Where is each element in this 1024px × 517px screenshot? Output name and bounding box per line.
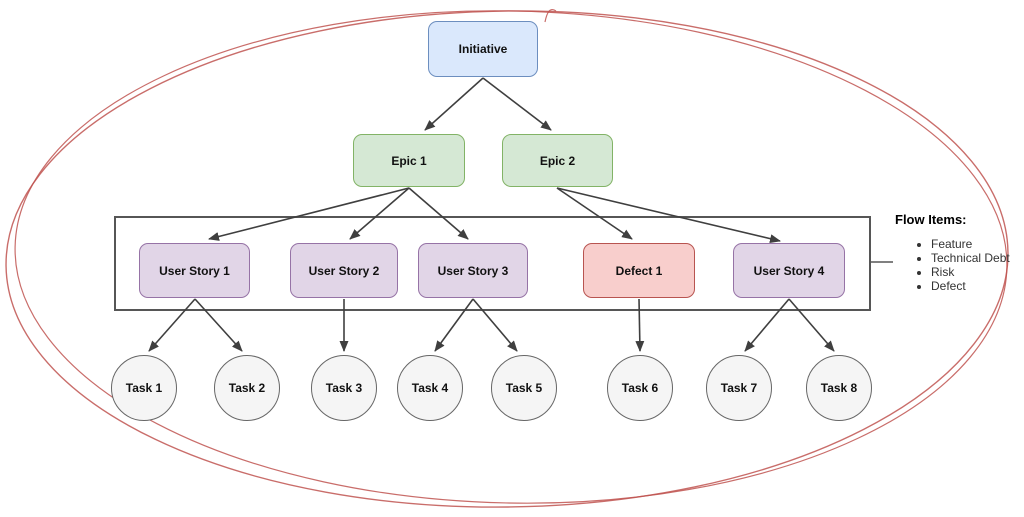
- node-task-3: Task 3: [311, 355, 377, 421]
- node-user-story-3: User Story 3: [418, 243, 528, 298]
- node-defect-1: Defect 1: [583, 243, 695, 298]
- node-label: User Story 3: [437, 263, 509, 278]
- node-task-5: Task 5: [491, 355, 557, 421]
- node-label: User Story 2: [308, 263, 380, 278]
- node-epic-1: Epic 1: [353, 134, 465, 187]
- flow-item: Feature: [931, 237, 1023, 251]
- flow-item: Risk: [931, 265, 1023, 279]
- flow-item: Defect: [931, 279, 1023, 293]
- node-label: Task 4: [411, 381, 449, 395]
- node-epic-2: Epic 2: [502, 134, 613, 187]
- flow-item: Technical Debt: [931, 251, 1023, 265]
- flow-items-legend: Flow Items: Feature Technical Debt Risk …: [895, 212, 1023, 293]
- flow-items-group-rect: [114, 216, 871, 311]
- node-label: Epic 1: [391, 153, 427, 168]
- node-user-story-2: User Story 2: [290, 243, 398, 298]
- node-label: Task 2: [228, 381, 266, 395]
- node-label: Epic 2: [539, 153, 576, 168]
- annotation-ellipse: [5, 9, 1009, 508]
- node-task-4: Task 4: [397, 355, 463, 421]
- node-task-2: Task 2: [214, 355, 280, 421]
- connector-arrows: [148, 77, 835, 352]
- node-task-6: Task 6: [607, 355, 673, 421]
- node-label: Task 1: [125, 381, 163, 395]
- node-task-8: Task 8: [806, 355, 872, 421]
- node-task-1: Task 1: [111, 355, 177, 421]
- node-user-story-4: User Story 4: [733, 243, 845, 298]
- node-initiative: Initiative: [428, 21, 538, 77]
- flow-items-list: Feature Technical Debt Risk Defect: [895, 237, 1023, 293]
- node-label: User Story 4: [753, 263, 825, 278]
- node-label: Task 7: [720, 381, 758, 395]
- node-label: Initiative: [458, 42, 508, 56]
- node-task-7: Task 7: [706, 355, 772, 421]
- node-label: User Story 1: [159, 263, 230, 278]
- node-user-story-1: User Story 1: [139, 243, 250, 298]
- node-label: Task 6: [621, 381, 659, 395]
- node-label: Task 8: [820, 381, 858, 395]
- flow-items-title: Flow Items:: [895, 212, 967, 227]
- node-label: Defect 1: [615, 263, 663, 278]
- node-label: Task 5: [505, 381, 543, 395]
- node-label: Task 3: [325, 381, 363, 395]
